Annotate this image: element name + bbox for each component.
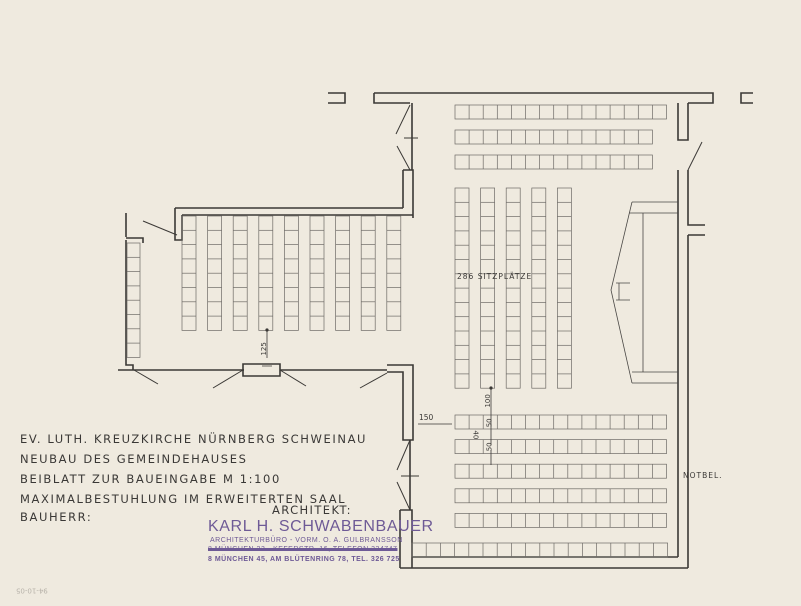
archive-mark: 94-10-05 (16, 586, 48, 595)
seat-row (454, 414, 667, 430)
seat-row (454, 513, 667, 528)
door-swing (133, 369, 388, 389)
seat-row (454, 463, 667, 479)
door-swing (687, 141, 703, 171)
door-swing (396, 439, 419, 511)
walls (118, 92, 753, 569)
stamp-office: ARCHITEKTURBÜRO - VORM. O. A. GULBRANSSO… (210, 537, 403, 544)
left-room-left-wall (125, 213, 144, 370)
seating (126, 104, 668, 558)
dim-40: 40 (471, 430, 480, 440)
bauherr-label: BAUHERR: (20, 510, 93, 524)
wall-bracket-right (740, 92, 753, 104)
dim-150: 150 (419, 413, 434, 422)
title-line-3: BEIBLATT ZUR BAUEINGABE M 1:100 (20, 472, 281, 486)
door-swing (395, 104, 418, 171)
hall-right-wall (677, 103, 705, 568)
dimension-line (262, 330, 492, 465)
dimension-lines (262, 328, 493, 465)
architekt-label: ARCHITEKT: (272, 503, 352, 517)
dimension-dot (489, 386, 493, 390)
top-wall (373, 92, 714, 104)
seat-row (454, 439, 667, 454)
seat-row (454, 104, 667, 120)
door-swings (133, 104, 703, 511)
stamp-old-address: 8 MÜNCHEN 23 - KEFERSTR. 16, TELEFON 334… (208, 546, 398, 553)
dimension-dot (265, 328, 269, 332)
chancel (610, 201, 678, 384)
seat-count-label: 286 SITZPLÄTZE (457, 272, 533, 281)
dim-50a: 50 (485, 418, 494, 428)
dim-100: 100 (483, 394, 492, 408)
seat-row (454, 488, 667, 504)
notbel-label: NOTBEL. (683, 471, 723, 480)
left-room-top-wall (174, 207, 413, 241)
door-swing (142, 220, 178, 236)
hall-bottom-wall (400, 556, 688, 569)
title-line-2: NEUBAU DES GEMEINDEHAUSES (20, 452, 248, 466)
hall-left-wall-upper (402, 103, 414, 218)
left-room-bottom-wall (118, 363, 414, 441)
dim-50b: 50 (485, 442, 494, 452)
dim-125: 125 (259, 342, 268, 356)
stamp-address: 8 MÜNCHEN 45, AM BLÜTENRING 78, TEL. 326… (208, 556, 400, 563)
title-line-1: EV. LUTH. KREUZKIRCHE NÜRNBERG SCHWEINAU (20, 432, 368, 446)
stamp-name: KARL H. SCHWABENBAUER (208, 518, 434, 535)
wall-bracket-left (328, 92, 346, 104)
chancel-outline (610, 201, 678, 384)
title-line-4: MAXIMALBESTUHLUNG IM ERWEITERTEN SAAL (20, 492, 347, 506)
